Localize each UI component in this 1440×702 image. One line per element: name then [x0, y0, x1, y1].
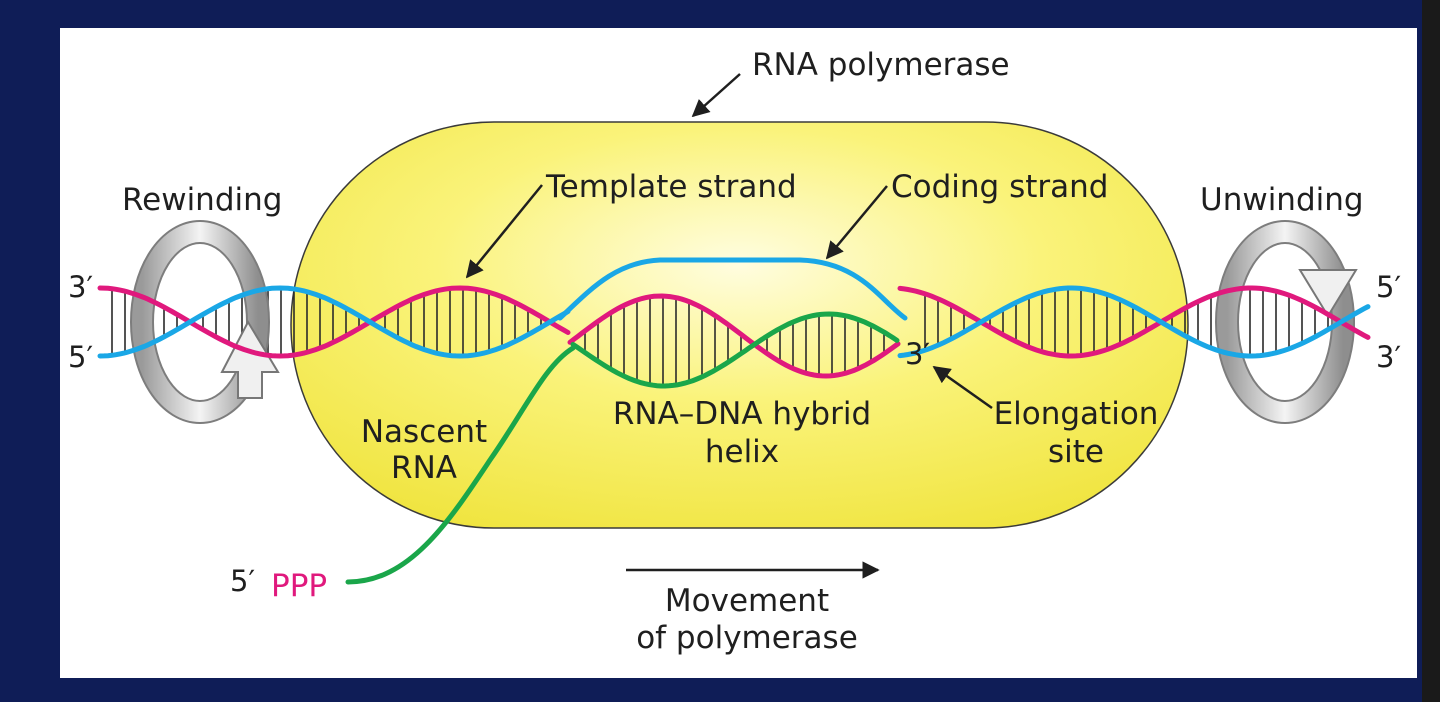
right-bottom-end-label: 3′ — [1376, 340, 1401, 374]
coding-strand-bubble — [557, 257, 908, 321]
nascent-rna-label-line2: RNA — [391, 450, 457, 486]
left-bottom-end-label: 5′ — [68, 340, 93, 374]
movement-label-line2: of polymerase — [636, 620, 858, 656]
ppp-label: PPP — [271, 568, 327, 604]
template-strand-label: Template strand — [545, 169, 797, 205]
rna-polymerase-label: RNA polymerase — [752, 47, 1010, 83]
coding-strand-right — [897, 285, 1371, 359]
nascent-rna-label-line1: Nascent — [361, 414, 487, 450]
right-edge-strip — [1422, 0, 1440, 702]
movement-label-line1: Movement — [665, 583, 829, 619]
template-strand-left — [97, 285, 571, 359]
template-strand-right — [897, 285, 1371, 359]
coding-strand-pointer — [825, 185, 888, 260]
coding-strand-label: Coding strand — [891, 169, 1108, 205]
nascent-rna-tail — [345, 345, 576, 585]
rna-3-end-label: 3′ — [905, 337, 930, 371]
transcription-diagram: RNA polymerase Rewinding Unwinding Templ… — [68, 47, 1401, 656]
nascent-rna-hybrid — [570, 311, 900, 389]
diagram-panel: RNA polymerase Rewinding Unwinding Templ… — [60, 28, 1417, 678]
template-strand-bubble — [567, 293, 901, 379]
rna-5-end-label: 5′ — [230, 564, 255, 598]
rewinding-arrow-icon — [130, 220, 280, 424]
elongation-site-label-line1: Elongation — [994, 396, 1159, 432]
rna-polymerase-pointer — [691, 73, 741, 118]
elongation-site-pointer — [932, 365, 993, 410]
rewinding-label: Rewinding — [122, 182, 282, 218]
coding-strand-left — [97, 285, 571, 359]
left-top-end-label: 3′ — [68, 270, 93, 304]
rna-polymerase-body — [290, 121, 1189, 529]
unwinding-label: Unwinding — [1200, 182, 1364, 218]
elongation-site-label-line2: site — [1048, 434, 1104, 470]
hybrid-helix-label-line2: helix — [705, 434, 779, 470]
right-top-end-label: 5′ — [1376, 270, 1401, 304]
hybrid-helix-label-line1: RNA–DNA hybrid — [613, 396, 871, 432]
template-strand-pointer — [465, 184, 543, 279]
